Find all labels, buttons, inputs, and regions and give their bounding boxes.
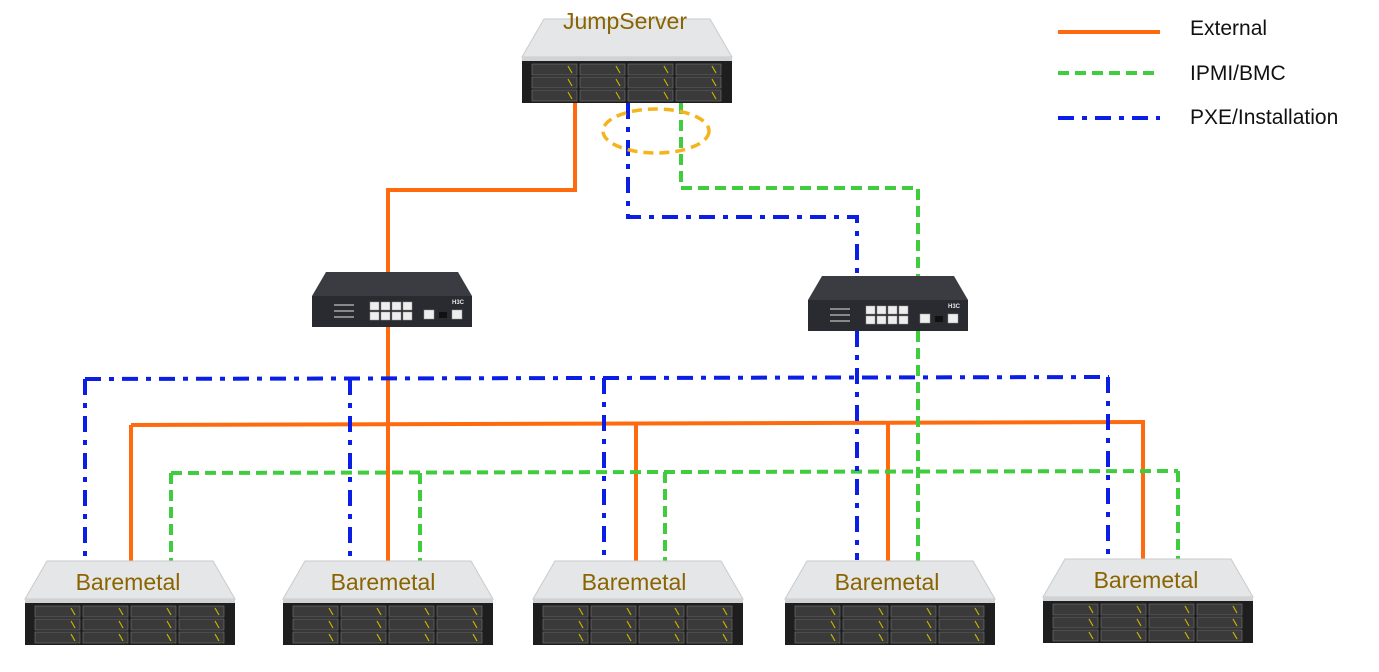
- legend: External IPMI/BMC PXE/Installation: [1058, 17, 1338, 129]
- baremetal-label: Baremetal: [331, 569, 436, 595]
- baremetal-5: Baremetal: [1042, 558, 1254, 644]
- baremetal-2: Baremetal: [282, 560, 494, 646]
- highlight-ellipse: [601, 107, 711, 155]
- baremetal-label: Baremetal: [1094, 567, 1199, 593]
- baremetal-4: Baremetal: [784, 560, 996, 646]
- legend-ipmi-label: IPMI/BMC: [1190, 62, 1286, 85]
- legend-external-label: External: [1190, 17, 1267, 40]
- baremetal-3: Baremetal: [532, 560, 744, 646]
- legend-pxe-label: PXE/Installation: [1190, 106, 1338, 129]
- switch-brand-logo: H3C: [452, 300, 465, 306]
- switch-right: H3C: [807, 275, 969, 332]
- ipmi-links: [169, 103, 1180, 563]
- jumpserver: JumpServer: [521, 8, 733, 104]
- baremetal-label: Baremetal: [582, 569, 687, 595]
- external-links: [129, 103, 1146, 563]
- switch-left: H3C: [311, 271, 473, 328]
- jumpserver-label: JumpServer: [563, 8, 687, 34]
- pxe-links: [83, 103, 1110, 560]
- baremetal-label: Baremetal: [835, 569, 940, 595]
- switch-brand-logo: H3C: [948, 304, 961, 310]
- baremetal-1: Baremetal: [24, 560, 236, 646]
- baremetal-label: Baremetal: [76, 569, 181, 595]
